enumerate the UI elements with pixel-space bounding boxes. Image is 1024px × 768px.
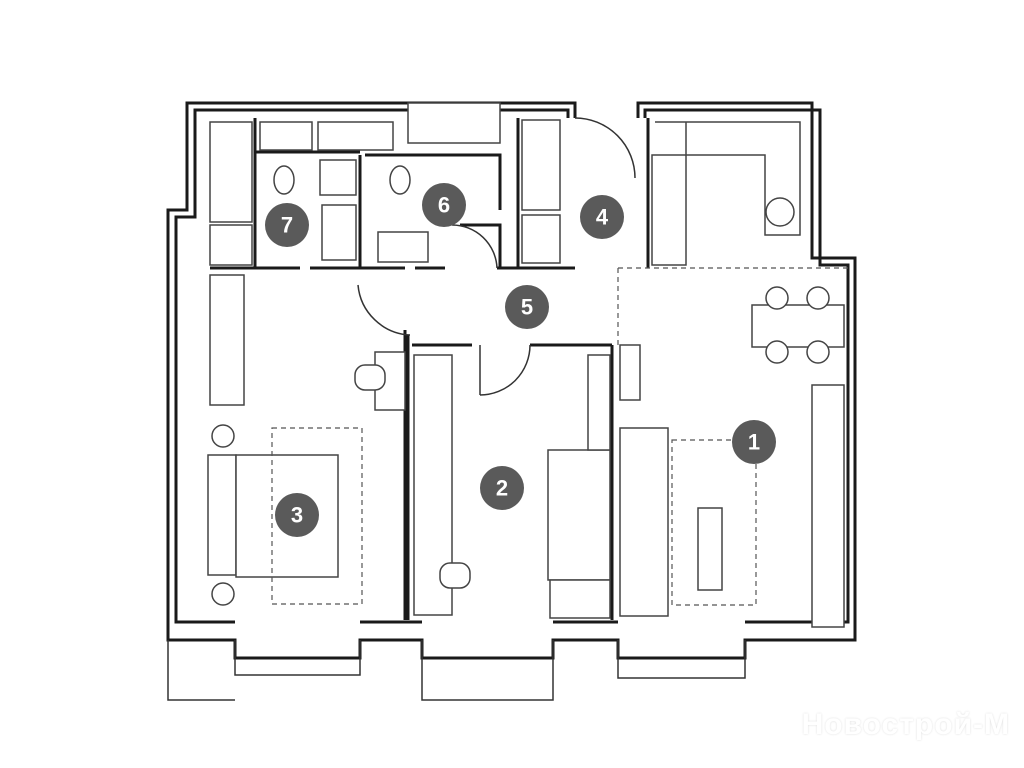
room-badge-5: 5	[505, 285, 549, 329]
svg-text:3: 3	[291, 503, 303, 528]
svg-text:7: 7	[281, 213, 293, 238]
furniture	[207, 102, 845, 628]
interior-walls	[210, 118, 848, 620]
room-badge-7: 7	[265, 203, 309, 247]
room-badge-4: 4	[580, 195, 624, 239]
room-badge-2: 2	[480, 466, 524, 510]
svg-text:2: 2	[496, 476, 508, 501]
outer-walls	[166, 101, 857, 701]
room-badge-6: 6	[422, 183, 466, 227]
room-badge-3: 3	[275, 493, 319, 537]
doors	[357, 117, 636, 396]
svg-text:6: 6	[438, 193, 450, 218]
room-badge-1: 1	[732, 420, 776, 464]
svg-text:1: 1	[748, 430, 760, 455]
watermark: Новострой-М	[801, 708, 1010, 741]
svg-text:5: 5	[521, 295, 533, 320]
svg-text:4: 4	[596, 205, 609, 230]
